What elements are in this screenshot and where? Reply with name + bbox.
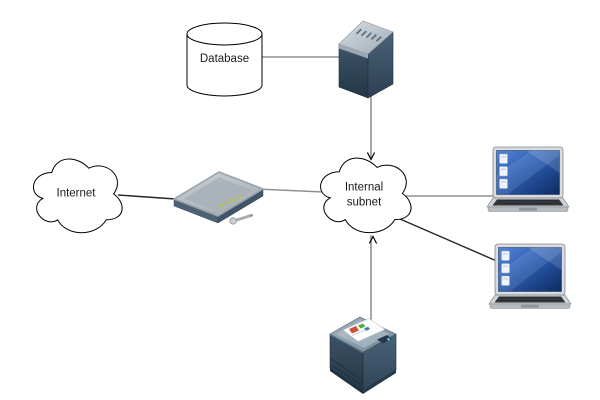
wireless-router-icon <box>173 171 264 225</box>
database-label: Database <box>200 53 249 65</box>
edge-router-subnet[interactable] <box>255 188 325 193</box>
database-cylinder-rim <box>186 33 263 46</box>
node-internal-subnet[interactable]: Internal subnet <box>320 157 412 233</box>
printer-paper <box>342 318 386 342</box>
printer-icon <box>329 316 397 394</box>
database-cylinder <box>186 22 263 97</box>
node-printer[interactable] <box>329 316 397 394</box>
node-internet[interactable]: Internet <box>32 158 123 234</box>
node-database[interactable]: Database <box>186 22 263 97</box>
laptop-icon <box>486 146 570 212</box>
internet-cloud-shape <box>32 158 123 234</box>
internal-subnet-label-line2: subnet <box>347 197 382 209</box>
internal-subnet-cloud-shape <box>320 157 412 233</box>
internet-label: Internet <box>57 188 97 200</box>
laptop-icon <box>488 243 572 309</box>
node-laptop-top[interactable] <box>486 146 570 212</box>
router-brand-label <box>219 195 242 208</box>
internal-subnet-label-line1: Internal <box>345 182 383 194</box>
arrowhead-server-edge <box>366 152 376 161</box>
server-icon <box>338 20 394 99</box>
server-vent-slots <box>355 28 382 42</box>
printer-control-panel <box>377 335 392 344</box>
edge-subnet-laptop-bottom[interactable] <box>399 218 500 263</box>
node-laptop-bottom[interactable] <box>488 243 572 309</box>
node-router[interactable] <box>173 171 264 225</box>
edges <box>117 56 500 326</box>
node-server[interactable] <box>338 20 394 99</box>
arrowhead-printer-edge <box>368 235 378 244</box>
router-antenna <box>229 214 253 225</box>
